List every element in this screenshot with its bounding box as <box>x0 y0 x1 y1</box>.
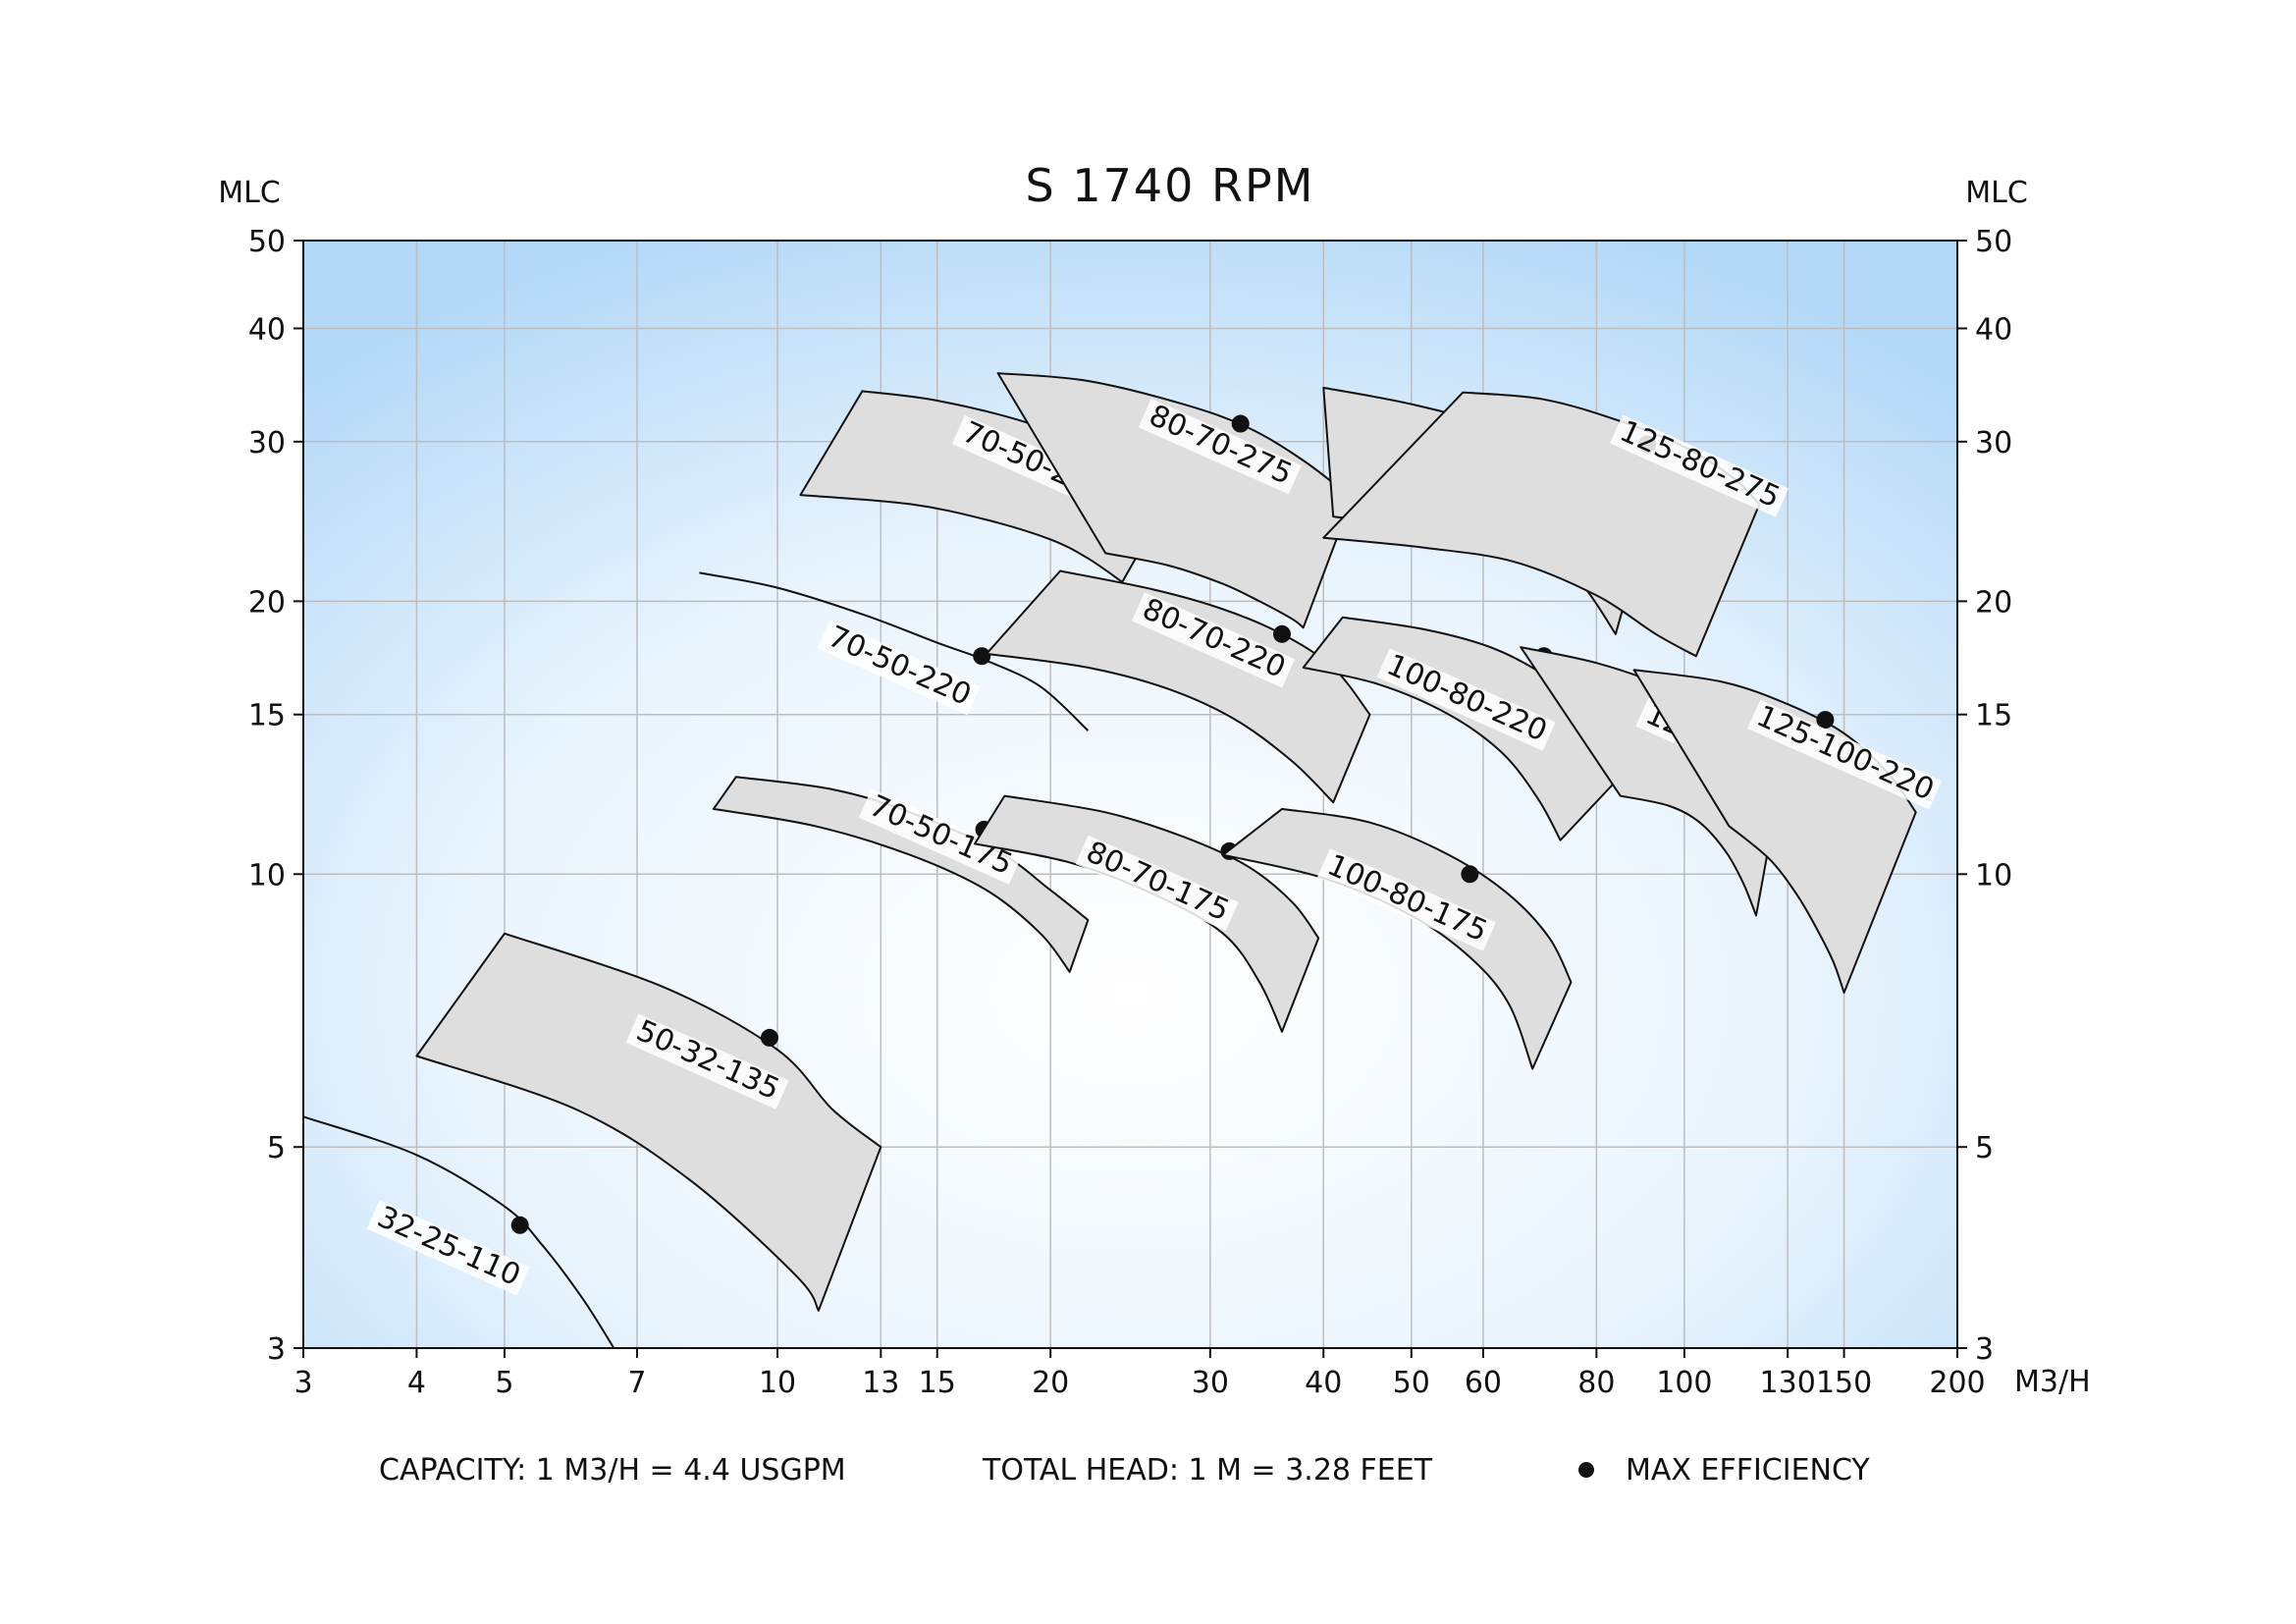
y-tick-label-left: 50 <box>248 225 286 259</box>
y-tick-label-left: 20 <box>248 585 286 620</box>
chart-title: S 1740 RPM <box>1026 159 1315 212</box>
max-efficiency-point <box>510 1216 529 1234</box>
x-tick-label: 5 <box>495 1366 513 1400</box>
max-efficiency-legend-marker <box>1578 1462 1594 1478</box>
capacity-conversion: CAPACITY: 1 M3/H = 4.4 USGPM <box>379 1453 846 1488</box>
y-tick-label-right: 3 <box>1975 1332 1994 1367</box>
max-efficiency-point <box>1816 711 1835 730</box>
operating-band <box>415 932 882 1312</box>
pump-curve-80-70-220: 80-70-220 <box>986 569 1371 804</box>
x-tick-label: 3 <box>294 1366 312 1400</box>
curve-label-bg <box>1610 414 1789 517</box>
x-tick-label: 60 <box>1465 1366 1502 1400</box>
y-tick-label-right: 10 <box>1975 858 2012 893</box>
x-axis-label: M3/H <box>2014 1365 2091 1399</box>
y-tick-label-left: 30 <box>248 426 286 460</box>
curve-label-bg <box>1132 592 1296 688</box>
curve-label-bg <box>1075 835 1239 931</box>
max-efficiency-point <box>1461 865 1479 884</box>
curve-label-bg <box>366 1200 530 1296</box>
max-efficiency-point <box>973 647 991 666</box>
y-tick-label-right: 40 <box>1975 312 2012 347</box>
x-tick-label: 80 <box>1577 1366 1615 1400</box>
x-tick-label: 4 <box>407 1366 426 1400</box>
y-tick-label-right: 20 <box>1975 585 2012 620</box>
pump-curve-80-70-275: 80-70-275 <box>996 372 1354 629</box>
x-tick-label: 15 <box>919 1366 956 1400</box>
operating-band <box>986 569 1371 804</box>
x-tick-label: 200 <box>1929 1366 1985 1400</box>
max-efficiency-legend-label: MAX EFFICIENCY <box>1626 1453 1870 1488</box>
curve-label-bg <box>1138 399 1302 495</box>
x-tick-label: 20 <box>1032 1366 1069 1400</box>
x-tick-label: 10 <box>759 1366 796 1400</box>
plot-frame <box>302 240 1958 1349</box>
y-tick-label-right: 15 <box>1975 699 2012 733</box>
y-tick-label-left: 10 <box>248 858 286 893</box>
y-tick-label-right: 5 <box>1975 1131 1994 1165</box>
y-tick-label-right: 50 <box>1975 225 2012 259</box>
x-tick-label: 130 <box>1760 1366 1816 1400</box>
x-tick-label: 100 <box>1656 1366 1712 1400</box>
y-axis-label-left: MLC <box>218 176 281 210</box>
y-tick-label-left: 40 <box>248 312 286 347</box>
curve-label-bg <box>625 1013 789 1110</box>
x-tick-label: 30 <box>1192 1366 1229 1400</box>
max-efficiency-point <box>1272 624 1291 643</box>
max-efficiency-point <box>1231 414 1250 433</box>
total-head-conversion: TOTAL HEAD: 1 M = 3.28 FEET <box>982 1453 1433 1488</box>
curve-label-bg <box>817 620 981 716</box>
curve-label-bg <box>1376 648 1556 751</box>
curve-label-bg <box>1316 848 1496 951</box>
x-tick-label: 50 <box>1393 1366 1430 1400</box>
y-tick-label-right: 30 <box>1975 426 2012 460</box>
curve-label-bg <box>858 788 1022 885</box>
x-tick-label: 40 <box>1305 1366 1342 1400</box>
x-tick-label: 150 <box>1816 1366 1872 1400</box>
y-tick-label-left: 15 <box>248 699 286 733</box>
operating-band <box>799 390 1173 583</box>
x-tick-label: 7 <box>627 1366 646 1400</box>
head-curve <box>302 1115 615 1349</box>
y-tick-label-left: 3 <box>267 1332 286 1367</box>
x-tick-label: 13 <box>862 1366 899 1400</box>
y-tick-label-left: 5 <box>267 1131 286 1165</box>
max-efficiency-point <box>760 1028 778 1047</box>
y-axis-label-right: MLC <box>1965 176 2028 210</box>
curve-label-bg <box>1747 699 1943 810</box>
head-curve <box>699 571 1090 731</box>
